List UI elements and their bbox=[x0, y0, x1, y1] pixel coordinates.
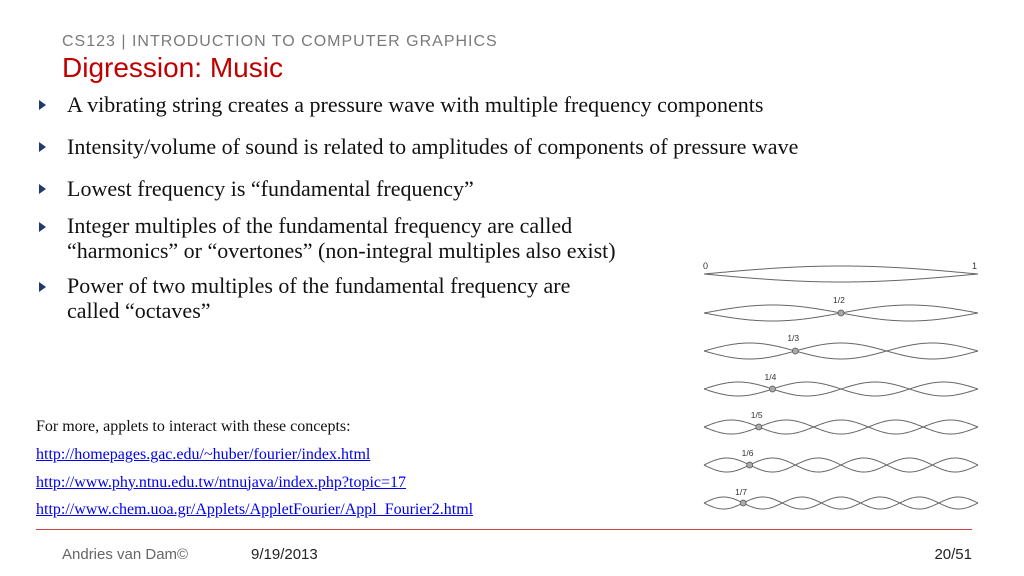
harmonic-wave-3 bbox=[703, 342, 979, 360]
harmonic-wave-1 bbox=[703, 265, 979, 275]
harmonic-wave-7 bbox=[703, 496, 979, 510]
bullet-item: Power of two multiples of the fundamenta… bbox=[36, 273, 607, 323]
bullet-text: Intensity/volume of sound is related to … bbox=[67, 134, 799, 159]
node-marker-4 bbox=[769, 385, 776, 393]
triangle-bullet-icon bbox=[39, 184, 46, 194]
bullet-item: Lowest frequency is “fundamental frequen… bbox=[36, 175, 986, 203]
bullet-item: Integer multiples of the fundamental fre… bbox=[36, 213, 667, 263]
triangle-bullet-icon bbox=[39, 100, 46, 110]
harmonic-wave-7 bbox=[703, 496, 979, 510]
harmonic-wave-5 bbox=[703, 419, 979, 435]
bullet-text: Integer multiples of the fundamental fre… bbox=[67, 213, 616, 263]
harmonic-wave-4 bbox=[703, 381, 979, 397]
footer-author: Andries van Dam© bbox=[62, 546, 189, 563]
node-marker-7 bbox=[739, 499, 747, 507]
triangle-bullet-icon bbox=[39, 282, 46, 292]
harmonics-group: 1/2 1/3 1/4 1/5 1/6 1/7 bbox=[703, 265, 979, 510]
slide-title: Digression: Music bbox=[62, 52, 283, 83]
harmonics-diagram: 1/2 1/3 1/4 1/5 1/6 1/7 0 1 bbox=[703, 261, 979, 510]
harmonic-label-2: 1/2 bbox=[833, 295, 845, 305]
triangle-bullet-icon bbox=[39, 222, 46, 232]
course-header: CS123 | INTRODUCTION TO COMPUTER GRAPHIC… bbox=[62, 33, 498, 50]
footer-date: 9/19/2013 bbox=[251, 546, 318, 563]
footer-divider bbox=[36, 529, 972, 530]
harmonic-wave-3 bbox=[703, 342, 979, 360]
harmonic-wave-6 bbox=[703, 457, 979, 473]
triangle-bullet-icon bbox=[39, 142, 46, 152]
ntnu-applet-link[interactable]: http://www.phy.ntnu.edu.tw/ntnujava/inde… bbox=[36, 473, 407, 491]
bullet-text: A vibrating string creates a pressure wa… bbox=[67, 92, 764, 117]
bullet-text: Power of two multiples of the fundamenta… bbox=[67, 273, 571, 323]
page-number: 20/51 bbox=[934, 546, 972, 563]
fourier-applet-link[interactable]: http://homepages.gac.edu/~huber/fourier/… bbox=[36, 446, 371, 463]
harmonic-wave-1 bbox=[703, 273, 979, 283]
harmonic-label-7: 1/7 bbox=[735, 487, 747, 497]
more-info-text: For more, applets to interact with these… bbox=[36, 418, 351, 435]
harmonic-wave-5 bbox=[703, 419, 979, 435]
harmonic-label-3: 1/3 bbox=[787, 333, 799, 343]
string-end-label: 1 bbox=[972, 261, 977, 271]
node-marker-2 bbox=[837, 309, 845, 317]
harmonic-label-4: 1/4 bbox=[765, 372, 777, 382]
node-marker-3 bbox=[791, 347, 799, 355]
bullet-list: A vibrating string creates a pressure wa… bbox=[36, 91, 986, 323]
harmonic-label-5: 1/5 bbox=[751, 410, 763, 420]
bullet-text: Lowest frequency is “fundamental frequen… bbox=[67, 176, 474, 201]
node-marker-5 bbox=[755, 423, 763, 431]
string-start-label: 0 bbox=[703, 261, 708, 271]
uoa-applet-link[interactable]: http://www.chem.uoa.gr/Applets/AppletFou… bbox=[36, 501, 474, 518]
bullet-item: Intensity/volume of sound is related to … bbox=[36, 130, 986, 164]
node-marker-6 bbox=[746, 461, 754, 469]
link-list: http://homepages.gac.edu/~huber/fourier/… bbox=[36, 445, 473, 528]
harmonic-label-6: 1/6 bbox=[742, 448, 754, 458]
bullet-item: A vibrating string creates a pressure wa… bbox=[36, 91, 986, 119]
